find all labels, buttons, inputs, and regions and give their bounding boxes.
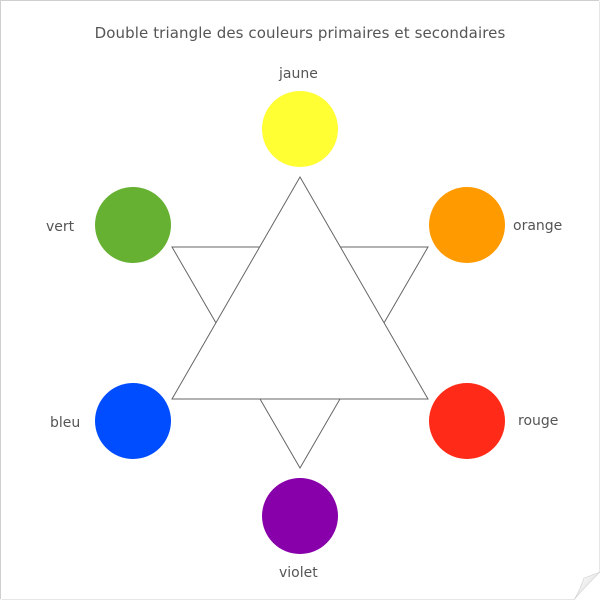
- circle-bleu: [95, 383, 171, 459]
- circle-violet: [262, 478, 338, 554]
- circle-orange: [429, 187, 505, 263]
- page-curl-icon: [573, 571, 600, 600]
- label-vert: vert: [46, 219, 75, 235]
- label-bleu: bleu: [50, 415, 81, 431]
- label-violet: violet: [279, 565, 318, 581]
- circle-jaune: [262, 91, 338, 167]
- diagram-title: Double triangle des couleurs primaires e…: [94, 24, 506, 42]
- label-jaune: jaune: [279, 66, 318, 82]
- label-rouge: rouge: [518, 413, 559, 429]
- label-orange: orange: [513, 218, 563, 234]
- circle-rouge: [429, 383, 505, 459]
- circle-vert: [95, 187, 171, 263]
- up-triangle: [171, 175, 429, 400]
